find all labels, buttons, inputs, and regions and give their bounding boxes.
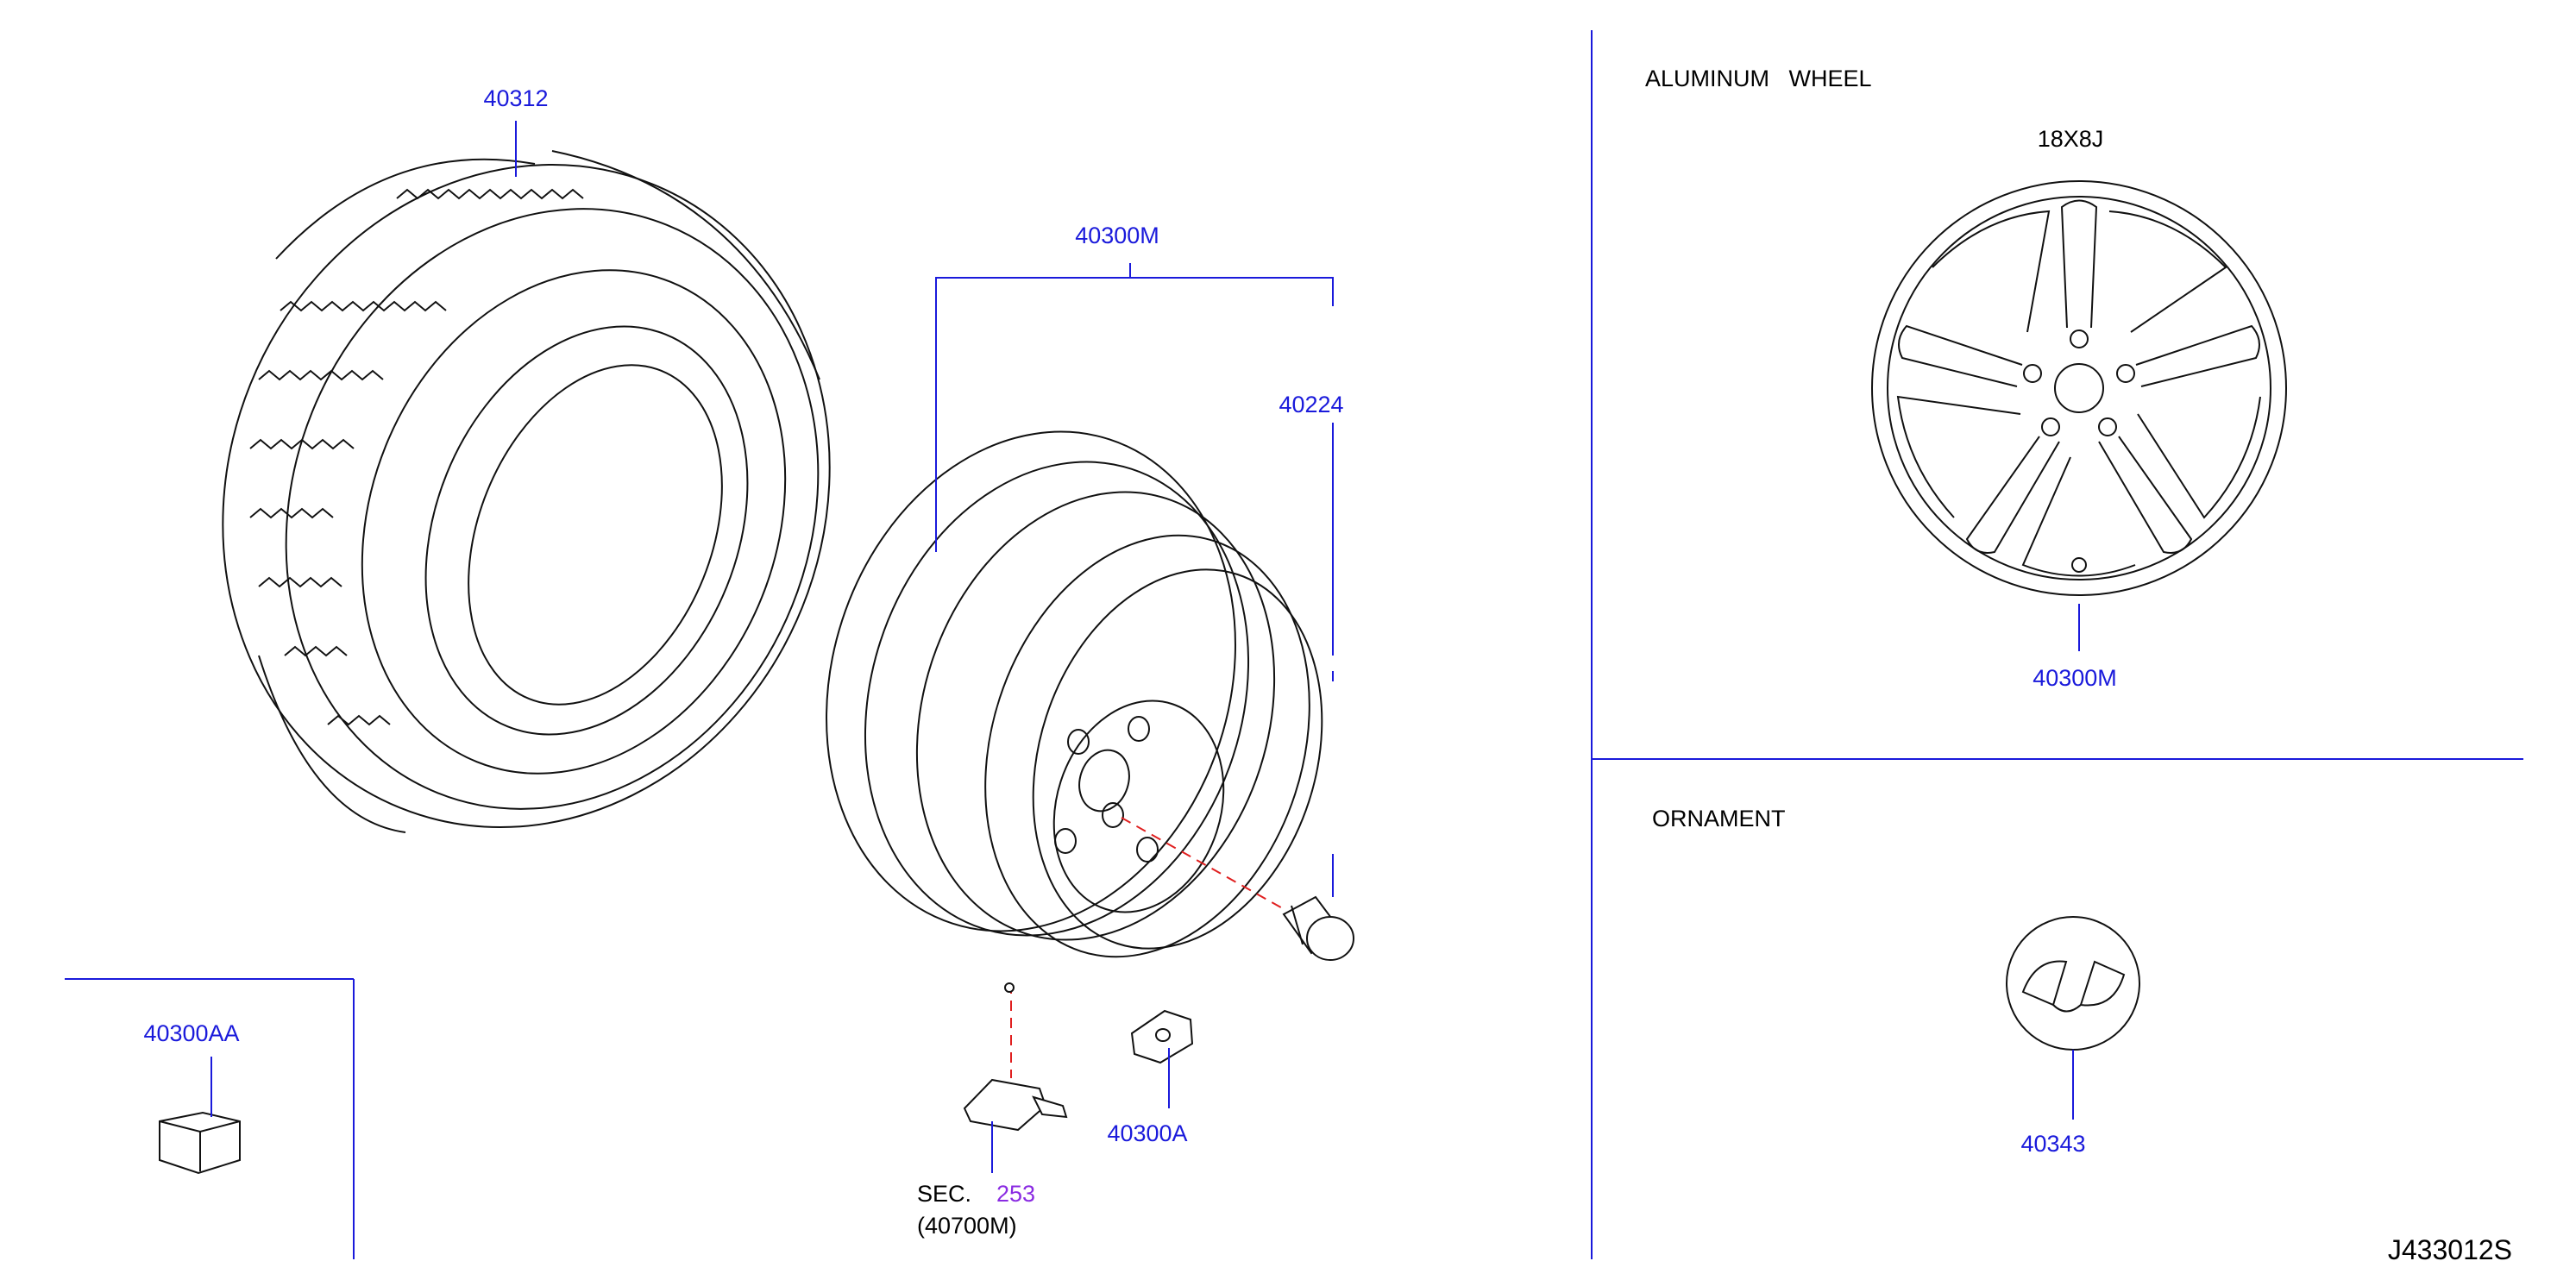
aluminum-wheel-title: ALUMINUM WHEEL — [1645, 66, 1872, 91]
wheel-assembly-part-number: 40300M — [1075, 223, 1159, 248]
sensor-part-number: (40700M) — [917, 1213, 1017, 1239]
balance-weight-drawing — [1130, 1009, 1194, 1064]
section-dividers — [65, 30, 2523, 1259]
adhesive-weight-callout: 40300AA — [143, 1020, 240, 1117]
adhesive-weight-drawing — [159, 1111, 241, 1175]
balance-weight-part-number: 40300A — [1107, 1120, 1187, 1146]
tire-drawing — [222, 150, 831, 833]
ornament-title: ORNAMENT — [1652, 806, 1786, 831]
sensor-section-number[interactable]: 253 — [996, 1181, 1035, 1207]
wheel-nut-part-number: 40224 — [1279, 392, 1343, 417]
aluminum-wheel-part-number: 40300M — [2033, 665, 2117, 691]
tire-callout: 40312 — [483, 85, 549, 177]
aluminum-wheel-drawing — [1871, 180, 2287, 596]
balance-weight-callout: 40300A — [1107, 1048, 1188, 1146]
ornament-part-number: 40343 — [2020, 1131, 2085, 1157]
adhesive-weight-part-number: 40300AA — [143, 1020, 239, 1046]
wheel-drawing — [826, 430, 1323, 958]
wheel-nut-drawing — [1121, 817, 1354, 961]
tpms-sensor-callout: SEC. 253 (40700M) — [917, 1121, 1035, 1239]
tire-part-number: 40312 — [483, 85, 548, 111]
wheel-nut-callout: 40224 — [1279, 392, 1344, 897]
aluminum-wheel-callout: 40300M — [2033, 604, 2117, 691]
ornament-drawing — [2006, 916, 2140, 1051]
wheel-assembly-callout: 40300M — [935, 223, 1334, 552]
tpms-sensor-drawing — [963, 982, 1068, 1132]
sensor-section-prefix: SEC. — [917, 1181, 971, 1207]
drawing-code: J433012S — [2388, 1234, 2512, 1265]
aluminum-wheel-size: 18X8J — [2038, 126, 2104, 152]
ornament-callout: 40343 — [2020, 1050, 2086, 1157]
